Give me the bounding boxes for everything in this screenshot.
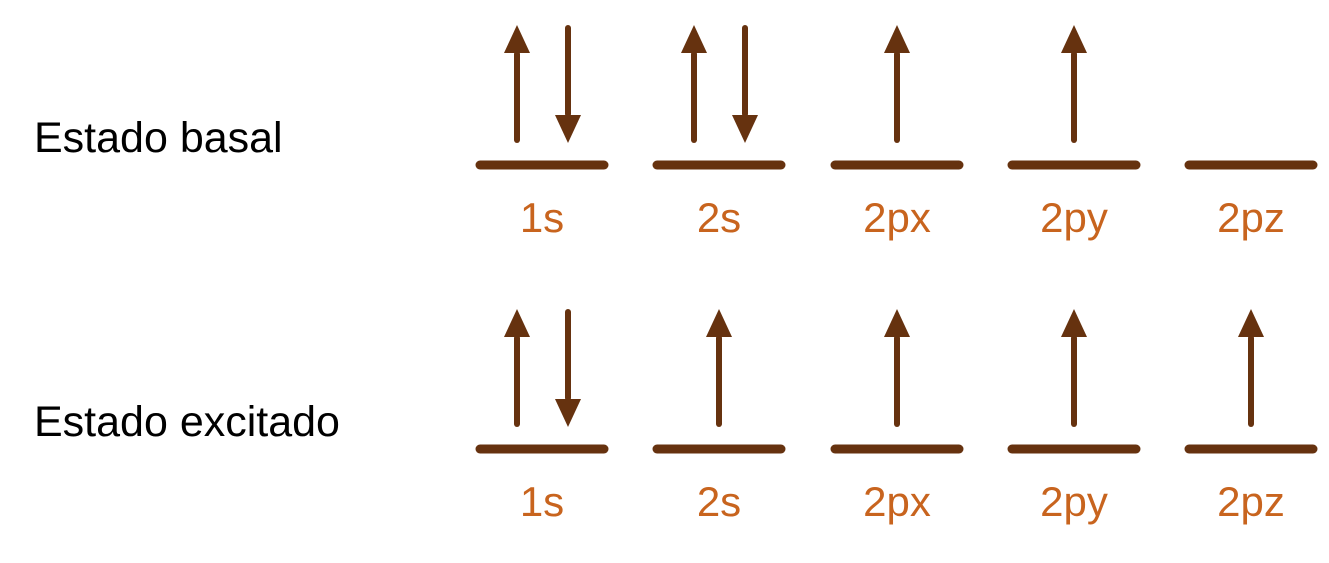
orbital-1s: 1s	[475, 25, 609, 241]
orbital-label: 2py	[1040, 478, 1108, 525]
spin-down-arrow-icon	[555, 309, 581, 427]
orbital-label: 2s	[697, 478, 741, 525]
spin-down-arrow-icon	[732, 25, 758, 143]
ground-state-row: Estado basal 1s 2s 2px 2py 2pz	[34, 25, 1318, 241]
spin-up-arrow-icon	[1061, 25, 1087, 143]
ground-state-label: Estado basal	[34, 114, 283, 162]
orbital-2px: 2px	[830, 309, 964, 525]
orbital-label: 2py	[1040, 194, 1108, 241]
orbital-2pz: 2pz	[1184, 309, 1318, 525]
orbital-label: 2px	[863, 478, 931, 525]
orbital-label: 2px	[863, 194, 931, 241]
orbital-label: 2pz	[1217, 194, 1285, 241]
orbital-1s: 1s	[475, 309, 609, 525]
orbital-2py: 2py	[1007, 25, 1141, 241]
excited-state-label: Estado excitado	[34, 398, 340, 446]
orbital-2px: 2px	[830, 25, 964, 241]
spin-up-arrow-icon	[706, 309, 732, 427]
spin-up-arrow-icon	[681, 25, 707, 143]
orbital-2s: 2s	[652, 25, 786, 241]
orbital-label: 2s	[697, 194, 741, 241]
spin-up-arrow-icon	[504, 309, 530, 427]
spin-up-arrow-icon	[504, 25, 530, 143]
spin-up-arrow-icon	[884, 25, 910, 143]
orbital-2py: 2py	[1007, 309, 1141, 525]
spin-up-arrow-icon	[1238, 309, 1264, 427]
orbital-label: 1s	[520, 194, 564, 241]
orbital-2s: 2s	[652, 309, 786, 525]
orbital-label: 1s	[520, 478, 564, 525]
excited-state-row: Estado excitado 1s 2s 2px 2py 2pz	[34, 309, 1318, 525]
spin-down-arrow-icon	[555, 25, 581, 143]
spin-up-arrow-icon	[1061, 309, 1087, 427]
orbital-label: 2pz	[1217, 478, 1285, 525]
orbital-2pz: 2pz	[1184, 160, 1318, 241]
spin-up-arrow-icon	[884, 309, 910, 427]
